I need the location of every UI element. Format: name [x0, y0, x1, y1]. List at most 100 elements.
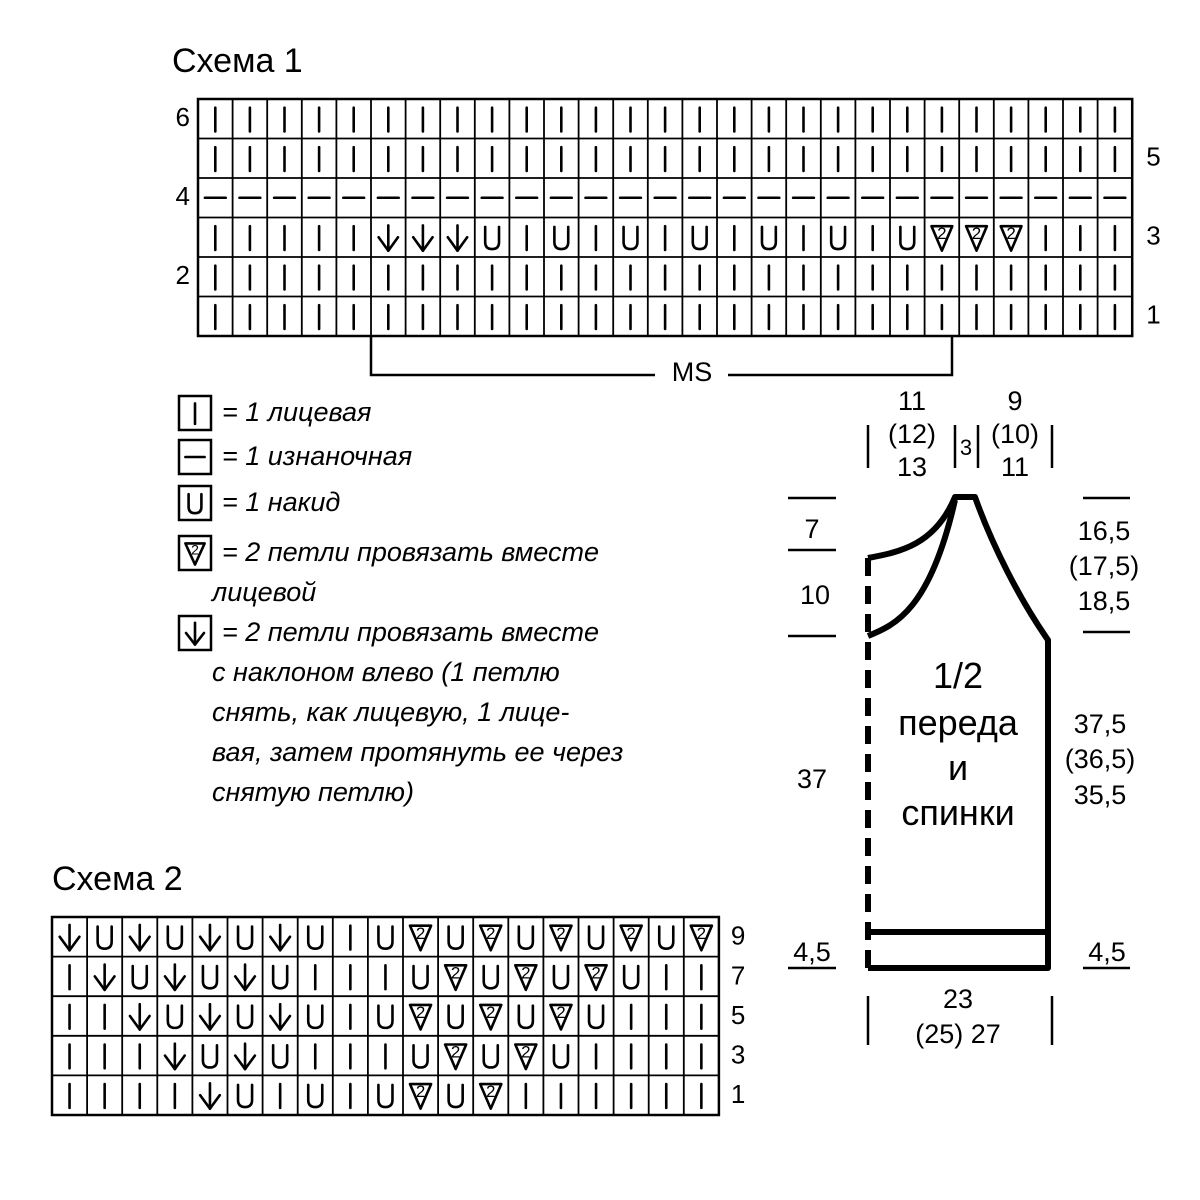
yarn-over-icon	[587, 925, 605, 950]
k2tog-icon: 2	[478, 1082, 503, 1110]
top-right-width-3: 11	[1001, 452, 1029, 482]
armhole-1: 16,5	[1078, 516, 1131, 546]
yarn-over-icon	[412, 1044, 429, 1069]
chart2-row-number: 7	[731, 960, 745, 990]
yarn-over-icon	[447, 1083, 464, 1109]
svg-text:2: 2	[972, 224, 981, 243]
yarn-over-icon	[306, 1004, 324, 1030]
svg-text:2: 2	[486, 1082, 495, 1101]
yarn-over-icon	[622, 225, 639, 251]
left-height-4: 4,5	[793, 937, 831, 967]
left-height-2: 10	[800, 580, 830, 610]
k2tog-icon: 2	[549, 924, 573, 952]
ssk-icon	[233, 963, 257, 992]
side-1: 37,5	[1074, 709, 1127, 739]
k2tog-icon: 2	[549, 1003, 573, 1031]
knit-icon	[177, 394, 213, 432]
ssk-icon	[198, 923, 222, 952]
svg-text:2: 2	[451, 963, 460, 982]
chart1-title: Схема 1	[172, 42, 303, 80]
repeat-bracket: MS	[369, 336, 954, 387]
svg-text:2: 2	[626, 924, 635, 943]
ssk-icon	[177, 614, 213, 652]
ssk-icon	[198, 1002, 222, 1031]
yarn-over-icon	[201, 964, 219, 990]
k2tog-icon: 2	[514, 1043, 538, 1071]
chart1-row-number: 3	[1146, 220, 1160, 250]
ssk-icon	[58, 923, 81, 952]
k2tog-icon: 2	[514, 963, 538, 992]
svg-text:2: 2	[1006, 224, 1015, 243]
legend-text: лицевой	[210, 577, 316, 607]
ssk-icon	[269, 923, 292, 952]
svg-text:2: 2	[486, 1003, 495, 1022]
legend-text: = 1 лицевая	[222, 397, 371, 427]
panel-label-4: спинки	[901, 792, 1014, 833]
chart1-row-number: 5	[1146, 141, 1160, 171]
yarn-over-icon	[657, 925, 675, 950]
yarn-over-icon	[899, 225, 916, 251]
yarn-over-icon	[517, 1004, 535, 1030]
panel-label-3: и	[948, 747, 968, 788]
bottom-width-2: (25) 27	[915, 1019, 1001, 1049]
legend-text: = 2 петли провязать вместе	[222, 537, 599, 567]
yarn-over-icon	[552, 964, 570, 990]
ssk-icon	[93, 963, 116, 992]
yarn-over-icon	[177, 484, 213, 522]
repeat-label: MS	[672, 357, 713, 387]
top-right-width-2: (10)	[991, 419, 1039, 449]
top-left-width-1: 11	[898, 386, 926, 416]
svg-text:2: 2	[416, 924, 425, 943]
svg-text:2: 2	[697, 924, 706, 943]
k2tog-icon: 2	[964, 224, 989, 252]
yarn-over-icon	[482, 1044, 500, 1069]
legend-text: = 2 петли провязать вместе	[222, 617, 599, 647]
left-height-3: 37	[797, 764, 827, 794]
panel-label-2: переда	[898, 702, 1019, 743]
top-left-width-2: (12)	[888, 419, 936, 449]
ssk-icon	[163, 1042, 186, 1071]
yarn-over-icon	[622, 964, 640, 990]
chart1-row-number: 6	[176, 102, 190, 132]
chart2-row-number: 9	[731, 921, 745, 951]
ssk-icon	[233, 1042, 257, 1071]
k2tog-icon: 2	[443, 1043, 468, 1071]
yarn-over-icon	[306, 925, 324, 950]
ssk-icon	[411, 224, 434, 252]
yarn-over-icon	[553, 225, 570, 251]
yarn-over-icon	[447, 925, 464, 950]
k2tog-icon: 2	[930, 224, 954, 252]
k2tog-icon: 2	[619, 924, 643, 952]
panel-label-1: 1/2	[933, 655, 983, 696]
chart2-title: Схема 2	[52, 860, 183, 898]
yarn-over-icon	[271, 1044, 289, 1069]
top-right-width-1: 9	[1007, 386, 1022, 416]
chart2-row-number: 5	[731, 1000, 745, 1030]
yarn-over-icon	[377, 1083, 394, 1109]
k2tog-icon: 2	[999, 224, 1023, 252]
chart1-row-number: 4	[176, 181, 190, 211]
bottom-width-1: 23	[943, 984, 973, 1014]
svg-text:2: 2	[191, 542, 199, 558]
yarn-over-icon	[691, 225, 708, 251]
ssk-icon	[128, 923, 151, 952]
k2tog-icon: 2	[408, 1003, 433, 1031]
svg-text:2: 2	[556, 924, 565, 943]
svg-text:2: 2	[937, 224, 946, 243]
yarn-over-icon	[96, 925, 113, 950]
k2tog-icon: 2	[408, 924, 433, 952]
chart1-row-number: 2	[176, 260, 190, 290]
top-left-width-3: 13	[897, 452, 927, 482]
side-2: (36,5)	[1065, 744, 1136, 774]
chart2-row-number: 1	[731, 1079, 745, 1109]
k2tog-icon: 2	[443, 963, 468, 992]
armhole-3: 18,5	[1078, 586, 1131, 616]
yarn-over-icon	[166, 1004, 184, 1030]
yarn-over-icon	[236, 1083, 254, 1109]
ssk-icon	[128, 1002, 151, 1031]
yarn-over-icon	[483, 225, 501, 251]
yarn-over-icon	[447, 1004, 464, 1030]
legend-text: с наклоном влево (1 петлю	[212, 657, 560, 687]
legend-text: снять, как лицевую, 1 лице-	[212, 697, 569, 727]
left-height-1: 7	[804, 514, 819, 544]
